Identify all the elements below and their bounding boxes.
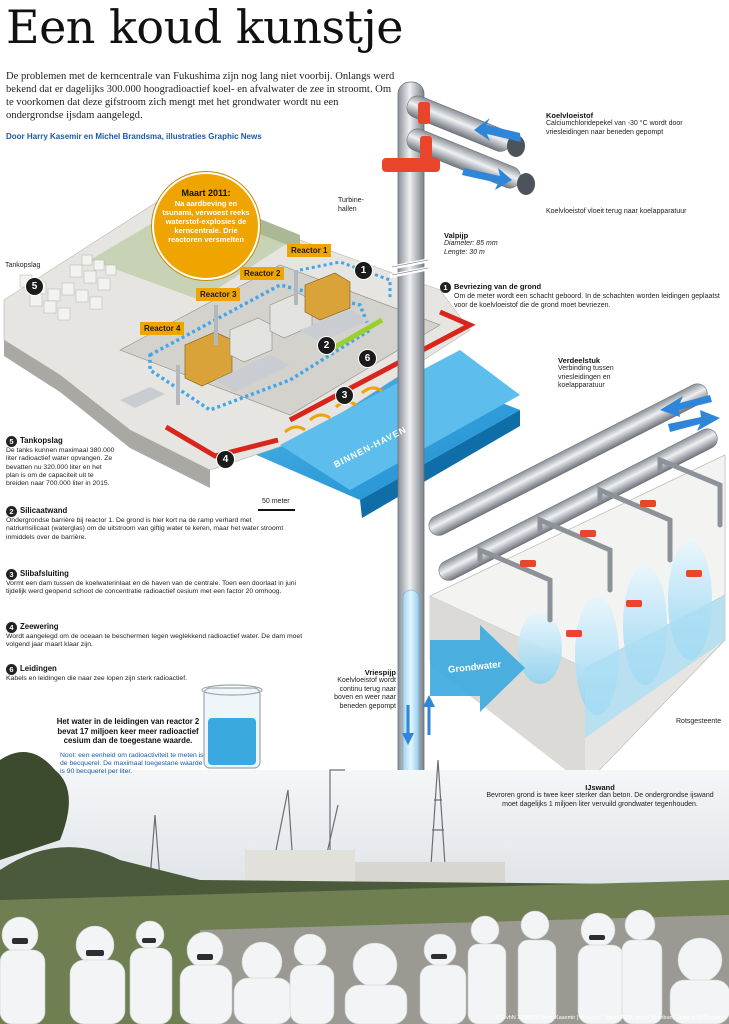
legend-num: 3 <box>6 569 17 580</box>
legend-title: Zeewering <box>20 622 59 631</box>
turbine-label: Turbine-hallen <box>338 197 364 213</box>
beaker-note: Noot: een eenheid om radioactiviteit te … <box>60 751 204 776</box>
beaker-text: Het water in de leidingen van reactor 2 … <box>52 717 204 776</box>
legend-title: Silicaatwand <box>20 506 68 515</box>
bedrock-label: Rotsgesteente <box>676 718 722 725</box>
freeze-num: 1 <box>440 282 451 293</box>
page-title: Een koud kunstje <box>6 0 404 54</box>
callout-bubble: Maart 2011: Na aardbeving en tsunami, ve… <box>152 172 260 280</box>
freezepipe-block: Vriespijp Koelvloeistof wordt continu te… <box>326 668 396 711</box>
freeze-text: Om de meter wordt een schacht geboord. I… <box>454 293 720 309</box>
coolant-title: Koelvloeistof <box>546 111 594 120</box>
marker-6: 6 <box>358 349 377 368</box>
callout-heading: Maart 2011: <box>181 188 231 198</box>
intro-text: De problemen met de kerncentrale van Fuk… <box>6 71 395 121</box>
legend-title: Leidingen <box>20 664 57 673</box>
manifold-title: Verdeelstuk <box>558 356 601 365</box>
legend-title: Slibafsluiting <box>20 569 69 578</box>
reactor-3-tag: Reactor 3 <box>196 288 241 301</box>
legend-text: Wordt aangelegd om de oceaan te bescherm… <box>6 633 303 649</box>
legend-text: Ondergrondse barrière bij reactor 1. De … <box>6 517 284 541</box>
photo <box>0 752 729 1024</box>
callout-text: Na aardbeving en tsunami, verwoest reeks… <box>162 199 250 244</box>
legend-text: De tanks kunnen maximaal 380.000 liter r… <box>6 447 115 488</box>
coolant-block: Koelvloeistof Calciumchloridepekel van -… <box>546 111 724 137</box>
freezepipe-title: Vriespijp <box>364 668 396 677</box>
legend-title: Tankopslag <box>20 436 63 445</box>
legend-num: 2 <box>6 506 17 517</box>
reactor-4-tag: Reactor 4 <box>140 322 185 335</box>
legend-num: 6 <box>6 664 17 675</box>
valpijp-length: Lengte: 30 m <box>444 248 485 256</box>
manifold-block: Verdeelstuk Verbinding tussen vriesleidi… <box>558 356 648 391</box>
marker-4: 4 <box>216 450 235 469</box>
reactor-1-tag: Reactor 1 <box>287 244 332 257</box>
marker-1: 1 <box>354 261 373 280</box>
marker-2: 2 <box>317 336 336 355</box>
manifold-text: Verbinding tussen vriesleidingen en koel… <box>558 365 614 389</box>
return-text: Koelvloeistof vloeit terug naar koelappa… <box>546 208 687 215</box>
legend-num: 5 <box>6 436 17 447</box>
valpijp-diameter: Diameter: 85 mm <box>444 240 498 247</box>
marker-5: 5 <box>25 277 44 296</box>
icewall-text: Bevroren grond is twee keer sterker dan … <box>486 792 714 808</box>
legend-text: Kabels en leidingen die naar zee lopen z… <box>6 675 187 682</box>
freezepipe-text: Koelvloeistof wordt continu terug naar b… <box>334 677 396 710</box>
marker-3: 3 <box>335 386 354 405</box>
valpijp-block: Valpijp Diameter: 85 mm Lengte: 30 m <box>444 231 534 257</box>
legend-num: 4 <box>6 622 17 633</box>
credit-line: © DvhN 2008/13| Harry Kasemir | Bronnen:… <box>496 1015 723 1021</box>
tank-label: Tankopslag <box>5 262 41 269</box>
beaker-icon <box>201 684 263 769</box>
byline: Door Harry Kasemir en Michel Brandsma, i… <box>6 132 262 141</box>
beaker-headline: Het water in de leidingen van reactor 2 … <box>56 717 200 745</box>
legend-text: Vormt een dam tussen de koelwaterinlaat … <box>6 580 297 596</box>
reactor-2-tag: Reactor 2 <box>240 267 285 280</box>
scale-label: 50 meter <box>262 498 290 505</box>
freeze-title: Bevriezing van de grond <box>454 282 542 291</box>
icewall-block: IJswand Bevroren grond is twee keer ster… <box>480 783 720 809</box>
icewall-title: IJswand <box>585 783 615 792</box>
coolant-text: Calciumchloridepekel van -30 °C wordt do… <box>546 120 683 136</box>
valpijp-title: Valpijp <box>444 231 469 240</box>
